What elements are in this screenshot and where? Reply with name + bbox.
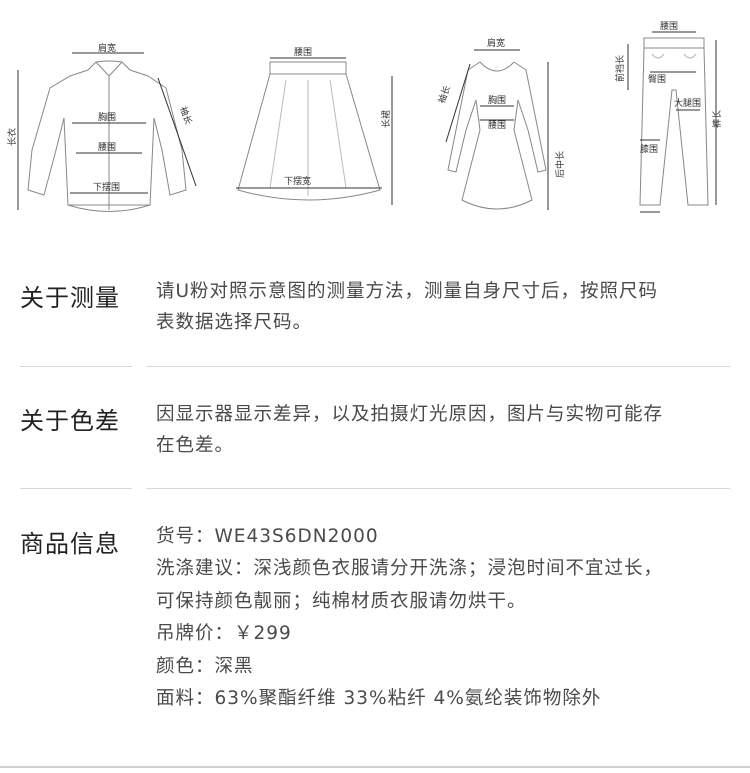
measurement-text: 请U粉对照示意图的测量方法，测量自身尺寸后，按照尺码 表数据选择尺码。 — [156, 276, 732, 338]
wash-advice-line: 洗涤建议：深浅颜色衣服请分开洗涤；浸泡时间不宜过长， — [156, 558, 664, 580]
skirt-diagram — [236, 57, 393, 205]
measurement-line: 表数据选择尺码。 — [156, 312, 313, 333]
pants-rise-label: 前裆长 — [614, 55, 626, 82]
shirt-length-label: 长衣 — [6, 128, 18, 146]
measurement-diagrams: 肩宽 胸围 腰围 下摆围 长衣 袖长 腰围 下摆宽 长裙 肩宽 胸围 腰围 袖长… — [0, 0, 750, 240]
skirt-waist-label: 腰围 — [294, 47, 312, 58]
pants-diagram — [627, 31, 717, 213]
product-color: 颜色：深黑 — [156, 655, 254, 677]
color-line: 因显示器显示差异，以及拍摄灯光原因，图片与实物可能存 — [156, 404, 664, 425]
dress-diagram — [445, 49, 549, 210]
product-sku: 货号：WE43S6DN2000 — [156, 526, 379, 547]
shirt-sleeve-label: 袖长 — [177, 105, 194, 126]
product-info-text: 货号：WE43S6DN2000 洗涤建议：深浅颜色衣服请分开洗涤；浸泡时间不宜过… — [156, 521, 732, 715]
shirt-shoulder-label: 肩宽 — [98, 42, 116, 54]
color-line: 在色差。 — [156, 435, 235, 456]
pants-hip-label: 臀围 — [648, 74, 666, 85]
dress-waist-label: 腰围 — [488, 120, 506, 131]
dress-length-label: 后中长 — [554, 151, 566, 178]
divider-left — [20, 488, 132, 489]
measurement-line: 请U粉对照示意图的测量方法，测量自身尺寸后，按照尺码 — [156, 281, 659, 302]
skirt-hem-label: 下摆宽 — [284, 175, 311, 187]
divider-left — [20, 366, 132, 367]
color-text: 因显示器显示差异，以及拍摄灯光原因，图片与实物可能存 在色差。 — [156, 399, 732, 461]
divider-right — [146, 488, 730, 489]
skirt-length-label: 长裙 — [380, 110, 392, 128]
color-title: 关于色差 — [20, 407, 120, 435]
pants-waist-label: 腰围 — [660, 21, 678, 32]
dress-shoulder-label: 肩宽 — [487, 37, 505, 49]
shirt-hem-label: 下摆围 — [93, 181, 120, 193]
shirt-chest-label: 胸围 — [98, 111, 116, 123]
shirt-diagram — [17, 52, 197, 212]
product-fabric: 面料：63%聚酯纤维 33%粘纤 4%氨纶装饰物除外 — [156, 688, 602, 710]
pants-knee-label: 膝围 — [640, 143, 658, 155]
product-info-title: 商品信息 — [20, 530, 120, 558]
measurement-title: 关于测量 — [20, 284, 120, 312]
wash-advice-line: 可保持颜色靓丽；纯棉材质衣服请勿烘干。 — [156, 590, 527, 612]
pants-length-label: 裤长 — [711, 110, 723, 128]
shirt-waist-label: 腰围 — [98, 142, 116, 153]
dress-sleeve-label: 袖长 — [436, 84, 453, 105]
pants-thigh-label: 大腿围 — [674, 97, 701, 109]
tag-price: 吊牌价：￥299 — [156, 623, 292, 645]
divider-right — [146, 366, 730, 367]
bottom-border — [0, 766, 750, 768]
dress-chest-label: 胸围 — [488, 94, 506, 106]
